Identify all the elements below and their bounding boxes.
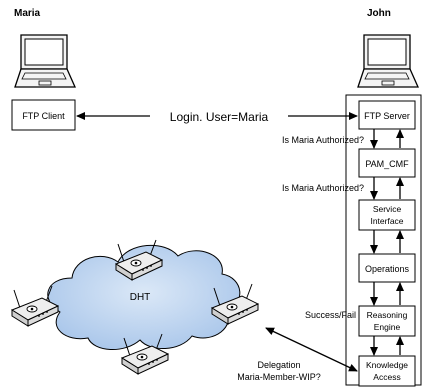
operations-box (358, 253, 416, 283)
knowledge-access-box (358, 355, 416, 387)
ftp-client-box (11, 99, 76, 131)
laptop-icon (14, 34, 76, 88)
ftp-client-label: FTP Client (22, 111, 65, 121)
service-interface-box (358, 199, 416, 231)
service-interface-label-line1: Service (373, 204, 402, 214)
authorized-label-2: Is Maria Authorized? (282, 183, 364, 193)
reasoning-engine-label-line2: Engine (374, 322, 401, 332)
knowledge-access-label-line2: Access (373, 372, 400, 382)
ftp-server-label: FTP Server (364, 111, 410, 121)
pam-cmf-box (358, 148, 416, 178)
delegation-label-line2: Maria-Member-WIP? (237, 372, 321, 382)
cloud-icon (47, 244, 241, 351)
user-label-maria: Maria (14, 8, 41, 19)
success-fail-label: Success/Fail (305, 310, 356, 320)
authorized-label-1: Is Maria Authorized? (282, 135, 364, 145)
user-label-john: John (367, 8, 391, 19)
ftp-server-box (358, 100, 416, 130)
reasoning-engine-label-line1: Reasoning (367, 310, 408, 320)
delegation-label-line1: Delegation (257, 360, 300, 370)
dht-label: DHT (130, 292, 151, 303)
laptop-icon (357, 34, 419, 88)
knowledge-access-label-line1: Knowledge (366, 360, 408, 370)
delegation-arrow (265, 327, 358, 372)
login-label: Login. User=Maria (170, 110, 269, 124)
operations-label: Operations (365, 264, 410, 274)
pam-cmf-label: PAM_CMF (365, 159, 409, 169)
reasoning-engine-box (358, 305, 416, 337)
service-interface-label-line2: Interface (370, 216, 403, 226)
flow-arrows (370, 129, 404, 356)
